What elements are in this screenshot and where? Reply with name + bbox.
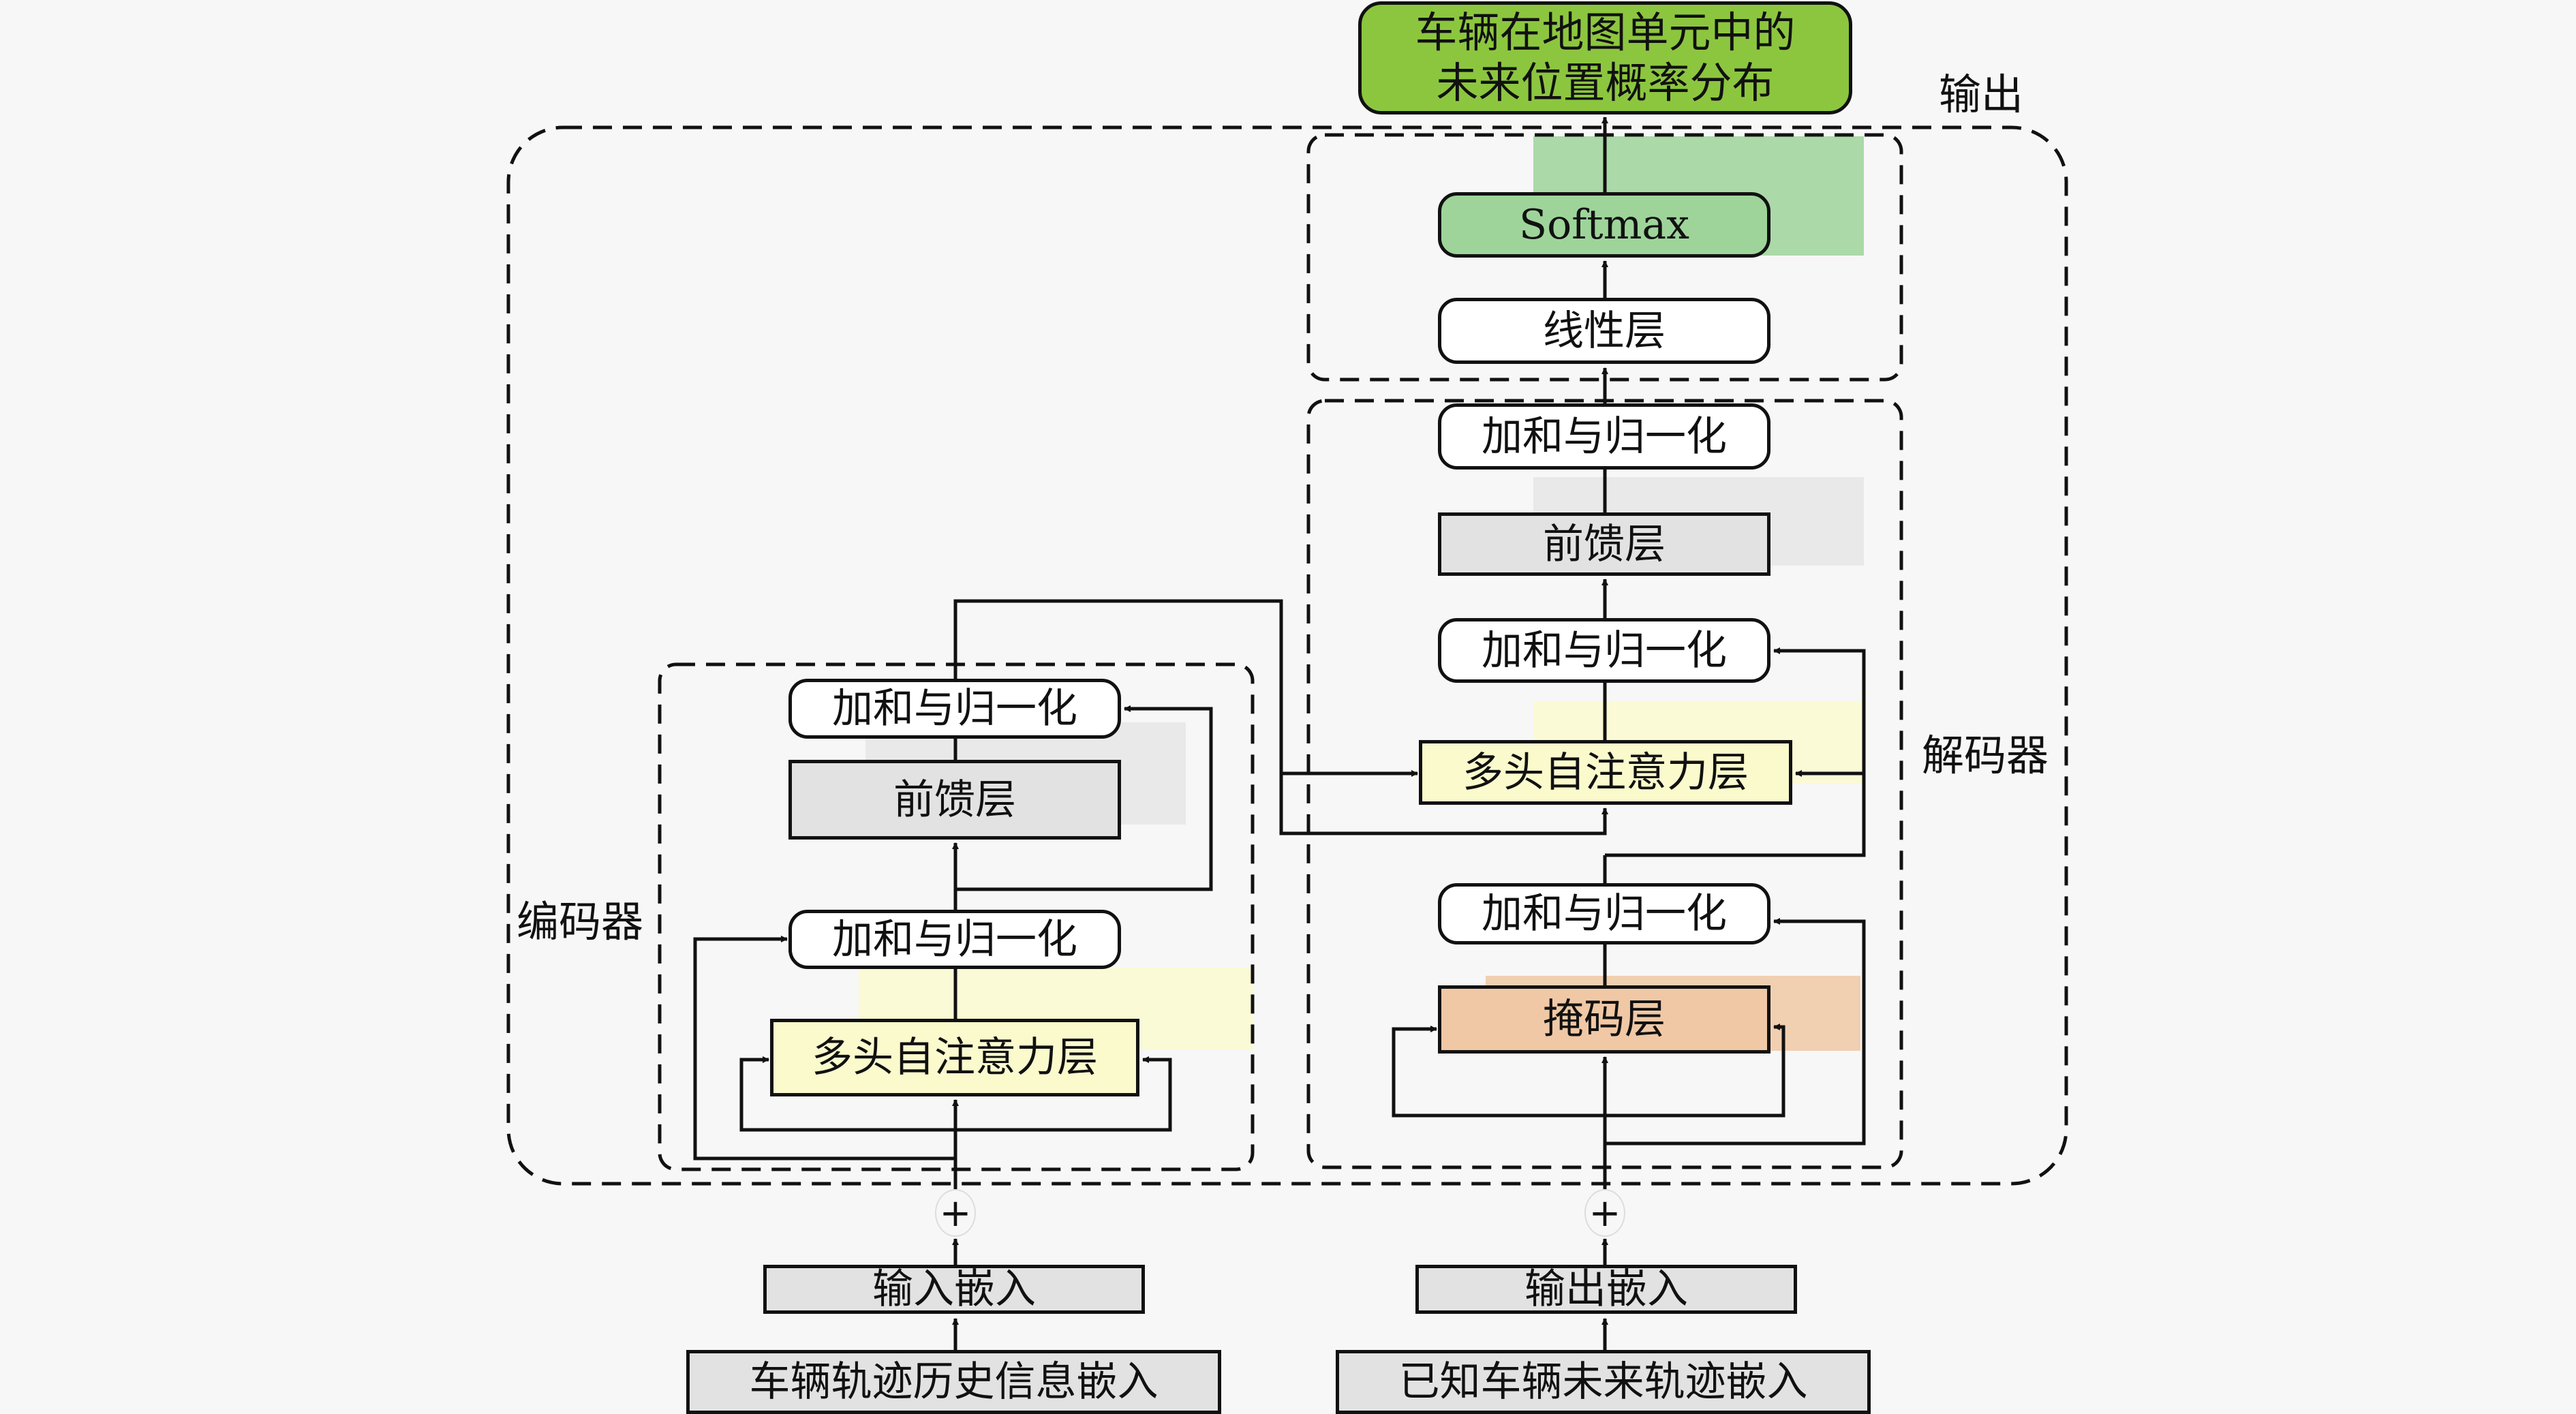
enc-to-dec-cross (953, 599, 1418, 777)
decoder-positional-add-icon: + (1584, 1189, 1625, 1237)
outer-model-boundary (506, 125, 2068, 1186)
enc-mha-left-input (739, 1056, 955, 1132)
dec-mask-right-input (1605, 1024, 1785, 1118)
softmax-layer: Softmax (1438, 192, 1770, 258)
known-future-trajectory-embedding: 已知车辆未来轨迹嵌入 (1336, 1350, 1871, 1414)
encoder-section-label: 编码器 (517, 897, 644, 947)
enc-to-dec-center (1279, 773, 1608, 835)
input-embedding: 输入嵌入 (763, 1265, 1145, 1314)
decoder-add-norm-top: 加和与归一化 (1438, 403, 1770, 470)
vehicle-history-embedding: 车辆轨迹历史信息嵌入 (686, 1350, 1221, 1414)
decoder-add-norm-mid: 加和与归一化 (1438, 618, 1770, 683)
masked-layer: 掩码层 (1438, 985, 1770, 1054)
output-probability-box: 车辆在地图单元中的 未来位置概率分布 (1358, 1, 1852, 114)
output-section-label: 输出 (1939, 70, 2024, 119)
encoder-multi-head-attention: 多头自注意力层 (770, 1019, 1139, 1096)
encoder-feed-forward: 前馈层 (788, 760, 1121, 840)
enc-mha-right-input (955, 1056, 1172, 1132)
encoder-positional-add-icon: + (935, 1189, 976, 1237)
encoder-add-norm-top: 加和与归一化 (788, 679, 1121, 739)
dec-residual-2 (1773, 647, 1866, 855)
linear-layer: 线性层 (1438, 298, 1770, 364)
decoder-section-label: 解码器 (1922, 731, 2049, 780)
encoder-add-norm-bottom: 加和与归一化 (788, 910, 1121, 969)
decoder-add-norm-bottom: 加和与归一化 (1438, 883, 1770, 944)
dec-mask-left-input (1392, 1026, 1605, 1118)
enc-residual-2 (955, 705, 1213, 891)
decoder-multi-head-attention: 多头自注意力层 (1419, 740, 1792, 805)
decoder-feed-forward: 前馈层 (1438, 512, 1770, 576)
enc-residual-1 (693, 936, 955, 1161)
output-embedding: 输出嵌入 (1415, 1265, 1797, 1314)
output-line-1: 车辆在地图单元中的 (1415, 7, 1796, 57)
output-line-2: 未来位置概率分布 (1436, 58, 1775, 108)
dec-residual-1 (1605, 918, 1866, 1146)
